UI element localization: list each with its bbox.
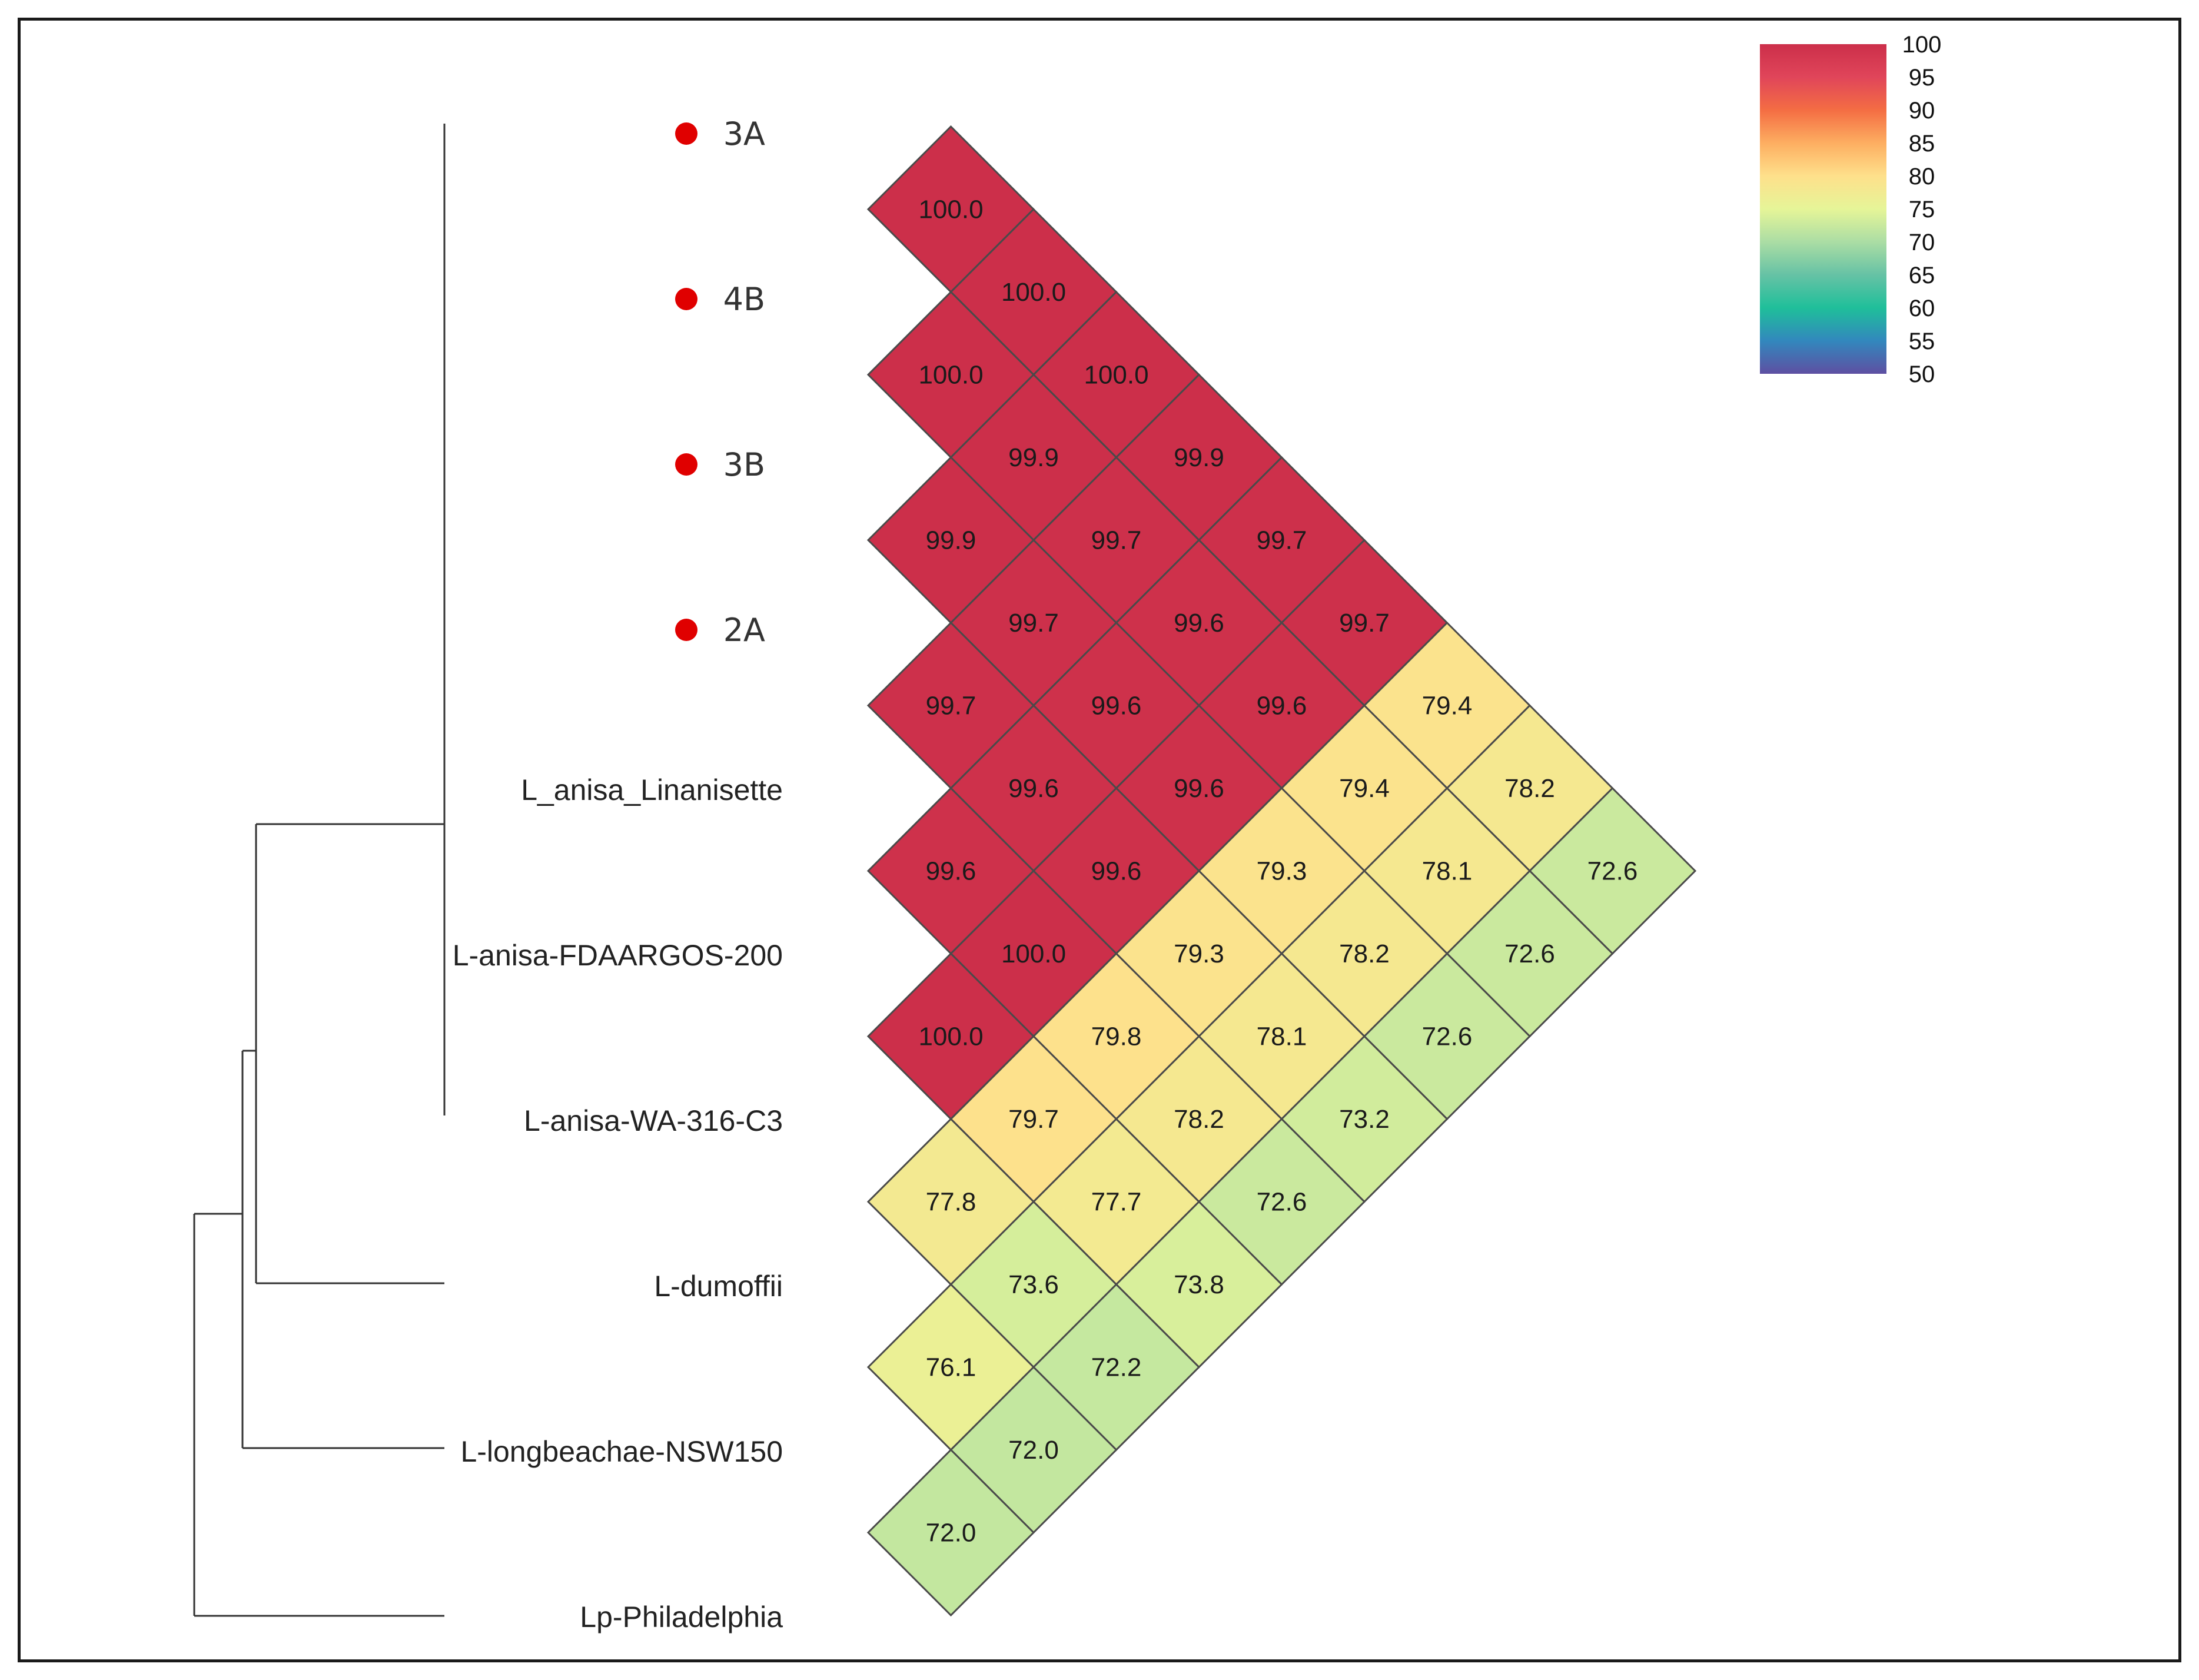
colorbar-tick-label: 50 [1909,361,1935,387]
heatmap-cell-value: 99.7 [1339,609,1390,638]
colorbar-tick-label: 65 [1909,263,1935,288]
highlight-marker-dot [675,122,697,145]
heatmap-cell-value: 76.1 [926,1353,976,1382]
heatmap-cell-value: 100.0 [1084,361,1148,390]
colorbar-gradient-bar [1760,44,1886,374]
figure-frame [18,18,2181,1662]
colorbar-tick-label: 75 [1909,197,1935,223]
heatmap-cell-value: 72.6 [1422,1022,1473,1051]
heatmap-cell-value: 77.7 [1091,1188,1142,1217]
heatmap-cell-value: 72.6 [1587,857,1638,886]
heatmap-cell-value: 99.6 [926,857,976,886]
taxon-label: L_anisa_Linanisette [521,773,783,806]
heatmap-cell-value: 72.6 [1257,1188,1307,1217]
heatmap-cell-value: 99.7 [1008,609,1059,638]
heatmap-cell-value: 99.6 [1174,774,1224,803]
heatmap-cell-value: 73.2 [1339,1105,1390,1134]
heatmap-cell-value: 99.6 [1091,857,1142,886]
heatmap-cell-value: 99.9 [1008,443,1059,472]
taxon-label: 2A [723,612,765,649]
taxon-label: 4B [723,281,765,318]
heatmap-cell-value: 99.6 [1257,692,1307,721]
taxon-label: L-dumoffii [654,1270,783,1303]
heatmap-cell-value: 99.6 [1174,609,1224,638]
heatmap-cell-value: 73.8 [1174,1270,1224,1299]
highlight-marker-dot [675,288,697,310]
highlight-marker-dot [675,453,697,476]
heatmap-cell-value: 100.0 [1001,278,1066,307]
heatmap-cell-value: 77.8 [926,1188,976,1217]
colorbar-tick-label: 70 [1909,230,1935,255]
heatmap-cell-value: 100.0 [918,1022,983,1051]
colorbar-tick-label: 90 [1909,98,1935,124]
heatmap-cell-value: 72.0 [926,1519,976,1548]
heatmap-cell-value: 79.3 [1257,857,1307,886]
heatmap-cell-value: 99.7 [1257,526,1307,555]
colorbar-tick-label: 95 [1909,65,1935,91]
heatmap-cell-value: 78.2 [1174,1105,1224,1134]
heatmap-cell-value: 78.1 [1257,1022,1307,1051]
taxon-label: 3B [723,446,765,483]
heatmap-cell [866,1448,1035,1617]
dendrogram [193,124,446,1617]
heatmap-cell-value: 72.6 [1504,939,1555,968]
highlight-marker-dot [675,619,697,641]
taxon-label: L-anisa-FDAARGOS-200 [453,939,783,972]
heatmap-cell-value: 100.0 [1001,939,1066,968]
heatmap-cell-value: 79.7 [1008,1105,1059,1134]
heatmap-cell-value: 99.7 [926,692,976,721]
heatmap-cell-value: 99.9 [926,526,976,555]
heatmap-cell-value: 73.6 [1008,1270,1059,1299]
heatmap-cell-value: 99.6 [1008,774,1059,803]
heatmap-cell-value: 78.2 [1339,939,1390,968]
colorbar-tick-label: 80 [1909,164,1935,190]
heatmap-cell-value: 79.4 [1422,692,1473,721]
taxon-label: 3A [723,115,765,152]
colorbar-tick-label: 100 [1902,32,1942,58]
heatmap-cell-value: 99.6 [1091,692,1142,721]
taxon-label: Lp-Philadelphia [580,1601,783,1633]
heatmap-cell-value: 99.7 [1091,526,1142,555]
heatmap-cell-value: 99.9 [1174,443,1224,472]
taxon-label: L-longbeachae-NSW150 [460,1435,783,1468]
heatmap-cell-value: 100.0 [918,361,983,390]
heatmap-cell-value: 100.0 [918,195,983,224]
heatmap-cell-value: 79.3 [1174,939,1224,968]
colorbar-tick-label: 60 [1909,296,1935,321]
colorbar: 100 95 90 85 80 75 70 65 60 55 50 [1760,32,1941,387]
heatmap-cell-value: 72.0 [1008,1436,1059,1465]
colorbar-tick-label: 55 [1909,328,1935,354]
heatmap-cell-value: 79.8 [1091,1022,1142,1051]
heatmap-cell-value: 79.4 [1339,774,1390,803]
heatmap-cells: 100.0 100.0 100.0 99.9 99.7 99.7 79.4 78.2 72.6 1… [866,125,1697,1617]
colorbar-tick-label: 85 [1909,131,1935,157]
heatmap-cell-value: 78.1 [1422,857,1473,886]
heatmap-cell-value: 78.2 [1504,774,1555,803]
taxon-label: L-anisa-WA-316-C3 [524,1104,783,1137]
heatmap-cell-value: 72.2 [1091,1353,1142,1382]
taxon-labels: 3A 4B 3B 2A L_anisa_LinanisetteL-anisa-FDAAR… [453,115,783,1633]
